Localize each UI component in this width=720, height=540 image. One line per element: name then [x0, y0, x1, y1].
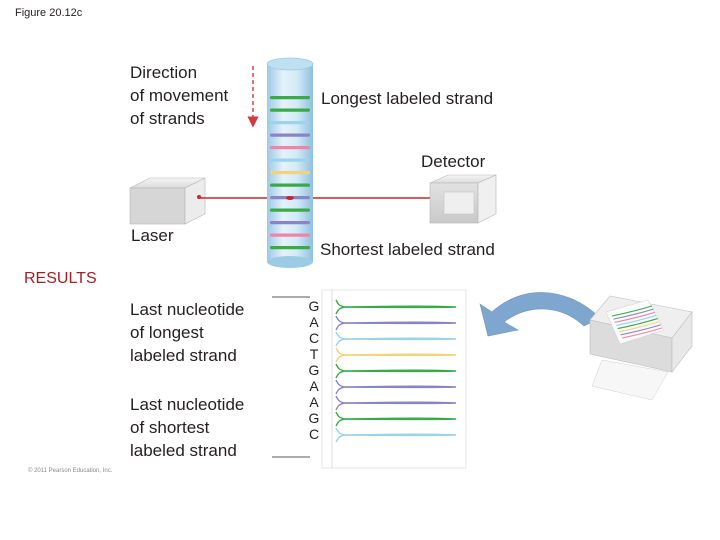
- tube-band: [270, 171, 310, 175]
- chromatogram-peak: [335, 379, 457, 395]
- sequence-letter: T: [309, 346, 319, 362]
- chromatogram-peak: [335, 315, 457, 331]
- chromatogram-peak: [335, 347, 457, 363]
- sequence-letter: A: [309, 378, 319, 394]
- chromatogram-peak: [335, 411, 457, 427]
- tube-band: [270, 121, 310, 125]
- sequence-letter: G: [308, 362, 320, 378]
- tube-band: [270, 96, 310, 100]
- tube-band: [270, 221, 310, 225]
- printer-trace: [613, 308, 654, 320]
- results-title: RESULTS: [24, 270, 97, 287]
- tube-band: [270, 233, 310, 237]
- tube-band: [270, 246, 310, 250]
- printer-trace: [617, 318, 658, 330]
- chromatogram-peak: [335, 299, 457, 315]
- detector-label: Detector: [421, 152, 486, 171]
- printer: [589, 295, 693, 401]
- tube-band: [270, 158, 310, 162]
- chromatogram-peak: [335, 331, 457, 347]
- sequence-letter: C: [308, 426, 320, 442]
- printer-trace: [614, 311, 656, 323]
- direction-label: Direction of movement of strands: [130, 63, 229, 128]
- tube-band: [270, 108, 310, 112]
- detector-device: [429, 174, 497, 224]
- chromatogram-peaks: [335, 299, 457, 443]
- printer-trace: [621, 327, 663, 339]
- printout-arrow: [479, 292, 601, 337]
- printer-trace: [616, 314, 657, 326]
- tube-band: [270, 146, 310, 150]
- sequence-column: G A C T G A A G C: [307, 298, 321, 442]
- tube-band: [270, 133, 310, 137]
- sequence-letter: G: [308, 298, 320, 314]
- tube-band: [270, 183, 310, 187]
- sequence-letter: A: [309, 314, 319, 330]
- sequence-letter: A: [309, 394, 319, 410]
- laser-label: Laser: [131, 226, 174, 245]
- printer-trace: [620, 324, 661, 336]
- chromatogram: [321, 289, 467, 469]
- longest-strand-label: Longest labeled strand: [321, 89, 494, 108]
- capillary-tube: [266, 57, 314, 268]
- figure-label: Figure 20.12c: [15, 7, 83, 19]
- last-nucleotide-shortest-label: Last nucleotide of shortest labeled stra…: [130, 395, 245, 460]
- chromatogram-peak: [335, 363, 457, 379]
- printer-trace: [619, 321, 660, 333]
- tube-band: [270, 208, 310, 212]
- sequence-letter: C: [308, 330, 320, 346]
- shortest-strand-label: Shortest labeled strand: [320, 240, 495, 259]
- sequence-letter: G: [308, 410, 320, 426]
- chromatogram-peak: [335, 395, 457, 411]
- laser-device: [129, 177, 206, 225]
- printer-paper-traces: [611, 305, 663, 339]
- chromatogram-peak: [335, 427, 457, 443]
- last-nucleotide-longest-label: Last nucleotide of longest labeled stran…: [130, 300, 245, 365]
- printer-trace: [611, 305, 653, 317]
- copyright-notice: © 2011 Pearson Education, Inc.: [28, 468, 113, 474]
